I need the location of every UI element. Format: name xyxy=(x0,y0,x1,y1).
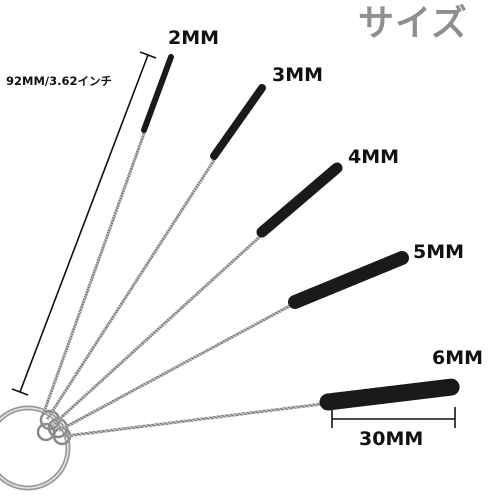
brush-3mm xyxy=(46,84,266,420)
width-label: 30MM xyxy=(359,428,424,450)
size-label-4mm: 4MM xyxy=(348,146,400,168)
width-dimension-line xyxy=(331,407,456,428)
brush-4mm xyxy=(52,162,343,426)
page-title: サイズ xyxy=(358,3,468,44)
length-label: 92MM/3.62インチ xyxy=(6,74,112,88)
size-label-5mm: 5MM xyxy=(413,241,465,263)
size-label-2mm: 2MM xyxy=(168,27,220,49)
length-dimension-line xyxy=(11,51,157,396)
size-label-6mm: 6MM xyxy=(432,347,484,369)
brush-6mm xyxy=(64,378,461,438)
size-label-3mm: 3MM xyxy=(272,64,324,86)
brush-2mm xyxy=(42,54,174,414)
brush-5mm xyxy=(58,251,409,432)
